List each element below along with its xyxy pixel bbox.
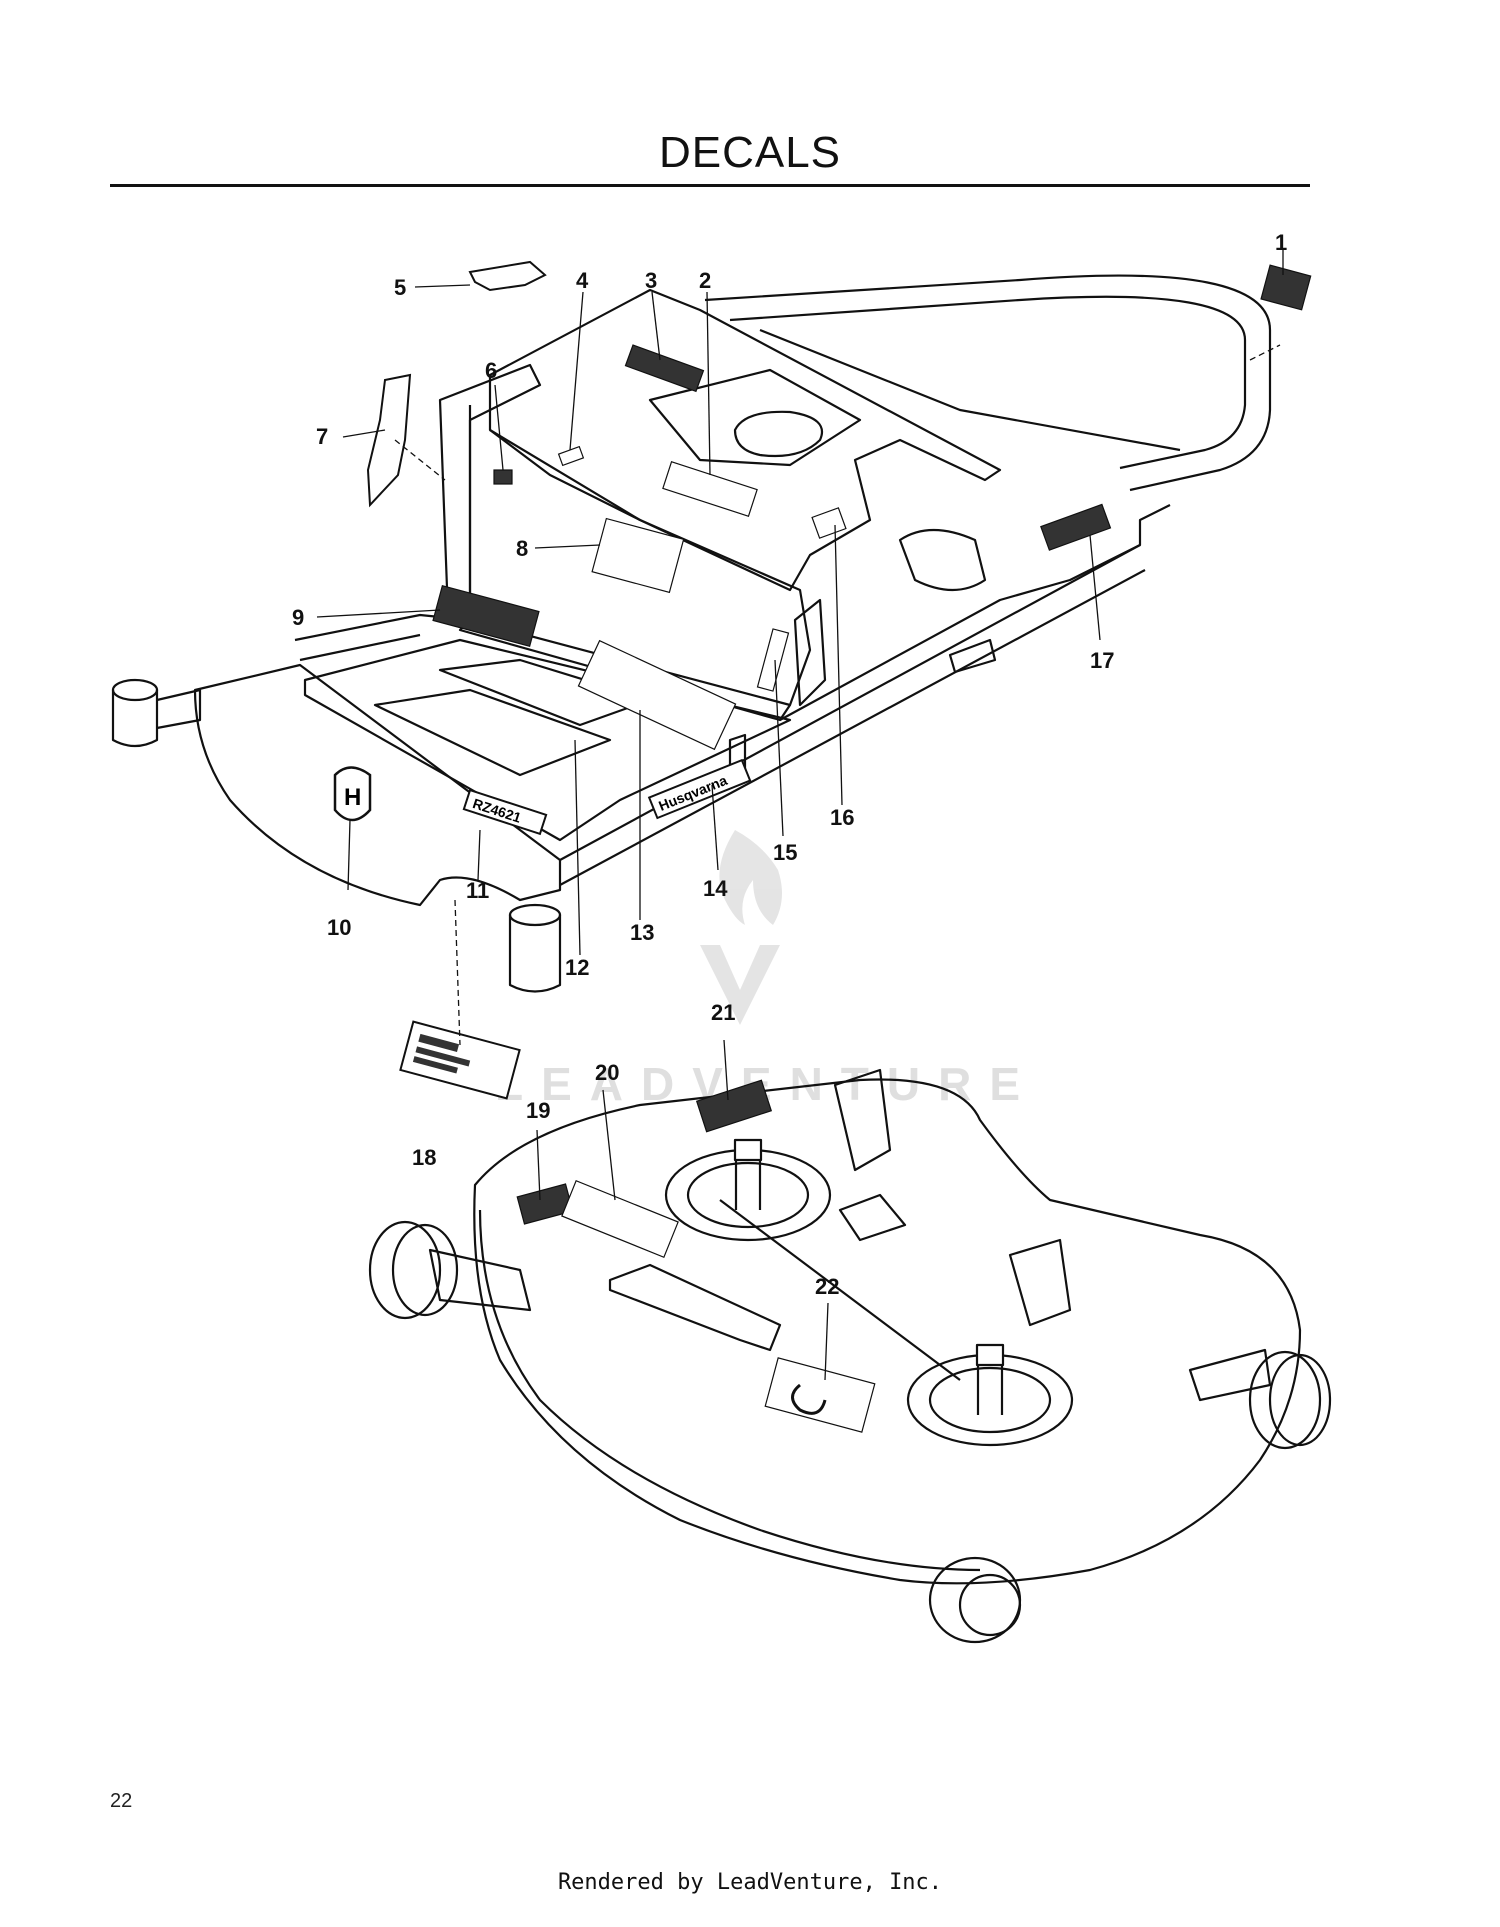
left-caster-tube — [111, 678, 202, 748]
callout-8: 8 — [516, 536, 528, 561]
left-spindle — [664, 1138, 832, 1242]
left-gauge-wheel — [368, 1220, 532, 1320]
deck-bracket-right — [1008, 1238, 1072, 1327]
decal-4-graphic — [557, 445, 585, 467]
decal-15-graphic — [756, 628, 790, 692]
callout-14: 14 — [703, 876, 728, 901]
front-gauge-wheel — [928, 1556, 1022, 1644]
svg-text:H: H — [344, 784, 361, 811]
decal-16-graphic — [811, 507, 847, 539]
decal-3-graphic — [624, 344, 705, 393]
callout-11: 11 — [466, 878, 489, 903]
decal-6-graphic — [493, 469, 513, 485]
rear-handle — [704, 274, 1272, 492]
callout-6: 6 — [485, 358, 497, 383]
callout-13: 13 — [630, 920, 654, 945]
decal-2-graphic — [662, 461, 758, 517]
right-caster-tube — [508, 903, 562, 993]
callout-2: 2 — [699, 268, 711, 293]
decal-1-graphic — [1260, 264, 1312, 311]
decal-13-graphic — [577, 639, 737, 751]
page-number: 22 — [110, 1790, 133, 1812]
top-plate — [488, 288, 1002, 592]
deck-bracket-rear — [833, 1068, 892, 1172]
callout-4: 4 — [576, 268, 589, 293]
callout-19: 19 — [526, 1098, 550, 1123]
decal-7-part — [366, 373, 412, 508]
decal-19-graphic — [516, 1183, 574, 1225]
deck-outline — [473, 1078, 1302, 1585]
title-rule — [110, 184, 1310, 187]
callout-5: 5 — [394, 275, 406, 300]
mower-frame — [111, 274, 1272, 993]
decal-5-part — [468, 260, 547, 292]
callout-21: 21 — [711, 1000, 735, 1025]
callout-10: 10 — [327, 915, 351, 940]
decal-21-graphic — [695, 1079, 773, 1133]
callout-16: 16 — [830, 805, 854, 830]
footer-credit: Rendered by LeadVenture, Inc. — [557, 1870, 943, 1895]
deck-decal-graphics — [516, 1079, 876, 1433]
callout-15: 15 — [773, 840, 797, 865]
page-title: DECALS — [658, 128, 842, 177]
frame-decal-graphics — [432, 264, 1312, 751]
callout-numbers: 1 2 3 4 5 6 7 8 9 10 11 12 13 14 15 16 1… — [292, 230, 1287, 1299]
right-gauge-wheel — [1188, 1348, 1332, 1450]
model-decal: RZ4621 — [462, 788, 548, 836]
decal-20-graphic — [561, 1179, 679, 1259]
decal-17-graphic — [1040, 503, 1112, 551]
callout-1: 1 — [1275, 230, 1287, 255]
deck-bar — [608, 1263, 782, 1352]
decal-22-graphic — [764, 1357, 876, 1433]
callout-3: 3 — [645, 268, 657, 293]
callout-17: 17 — [1090, 648, 1114, 673]
mower-deck — [368, 1068, 1332, 1644]
right-spindle — [906, 1343, 1074, 1447]
decal-9-graphic — [432, 584, 540, 648]
callout-12: 12 — [565, 955, 589, 980]
rear-handle-inner — [729, 295, 1247, 470]
husqvarna-shield-logo: H — [333, 766, 372, 822]
decal-8-graphic — [591, 517, 685, 594]
callout-18: 18 — [412, 1145, 436, 1170]
callout-9: 9 — [292, 605, 304, 630]
front-nose — [193, 663, 562, 907]
callout-22: 22 — [815, 1274, 839, 1299]
frame-rail-right — [559, 504, 1171, 861]
leader-lines — [316, 250, 1284, 1381]
callout-20: 20 — [595, 1060, 619, 1085]
floor-pan — [303, 638, 792, 842]
decal-18-part — [399, 1020, 521, 1100]
callout-7: 7 — [316, 424, 328, 449]
